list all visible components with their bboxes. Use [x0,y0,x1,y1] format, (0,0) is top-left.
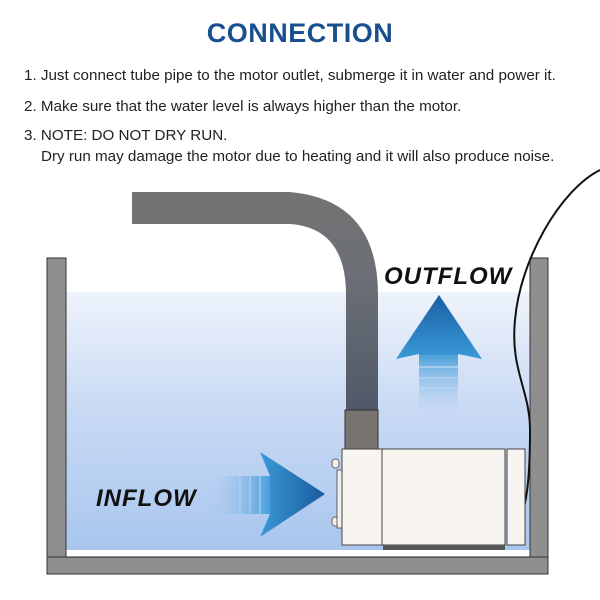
instruction-step-3: 3. NOTE: DO NOT DRY RUN. [24,127,228,144]
instruction-step-2: 2. Make sure that the water level is alw… [24,98,462,115]
outflow-arrow [396,295,482,415]
pipe-connector [344,409,379,451]
outflow-label: OUTFLOW [384,263,514,290]
page-title: CONNECTION [206,18,394,48]
inflow-arrow [210,452,325,537]
pump-motor [331,448,526,550]
outlet-pipe [132,192,378,415]
instruction-note: Dry run may damage the motor due to heat… [41,148,555,165]
power-cable [513,169,600,521]
tank [46,257,549,575]
inflow-label: INFLOW [96,485,198,512]
instruction-step-1: 1. Just connect tube pipe to the motor o… [24,67,556,84]
